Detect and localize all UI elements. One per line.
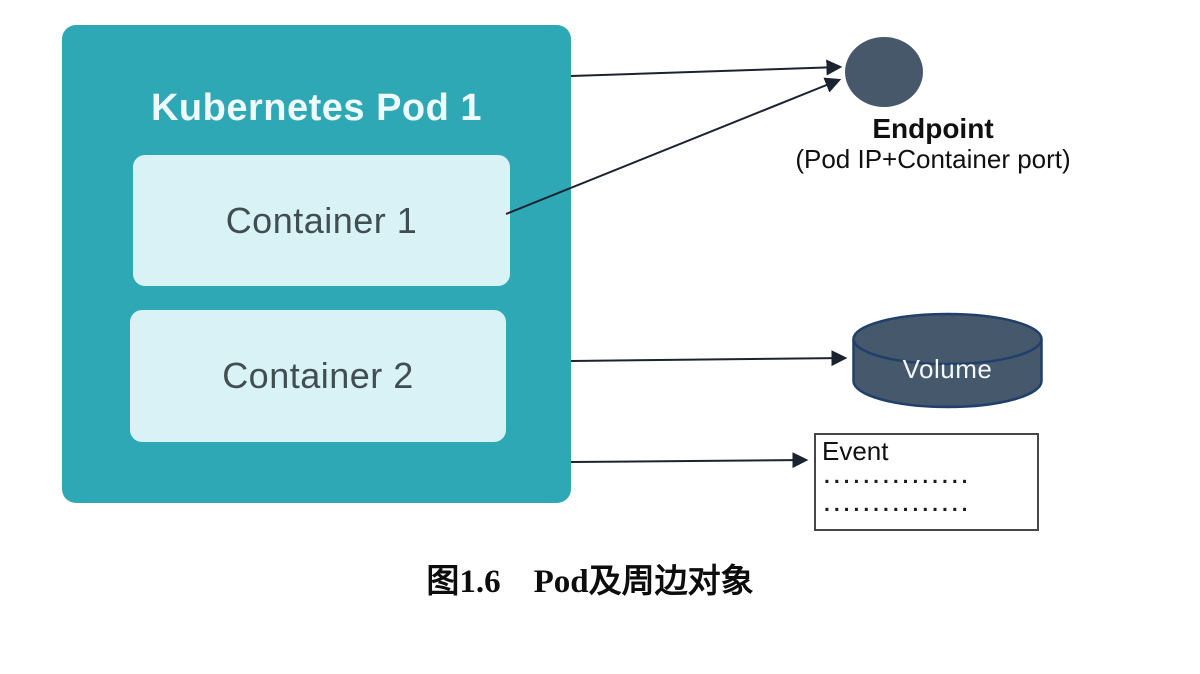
endpoint-sublabel: (Pod IP+Container port) [795,144,1071,174]
event-dotted-line-1: ............... [824,465,972,488]
arrow-pod-to-volume [570,350,848,367]
arrow-pod-to-event [570,452,809,469]
volume-cylinder-icon: Volume [852,312,1043,409]
container-2-box: Container 2 [130,310,506,442]
figure-caption: 图1.6 Pod及周边对象 [426,564,754,600]
event-box: Event ............... ............... [814,433,1039,531]
endpoint-label-group: Endpoint (Pod IP+Container port) [770,113,1096,175]
endpoint-circle-icon [845,37,923,107]
volume-label: Volume [903,354,993,384]
kubernetes-pod-box: Kubernetes Pod 1 Container 1 Container 2 [62,25,571,503]
event-label: Event [822,436,889,466]
container-2-label: Container 2 [222,355,414,396]
pod-title: Kubernetes Pod 1 [150,87,483,129]
event-dotted-line-2: ............... [824,493,972,516]
container-1-box: Container 1 [133,155,510,286]
endpoint-label: Endpoint [872,113,994,144]
arrow-pod-to-endpoint [570,59,843,77]
container-1-label: Container 1 [225,199,418,241]
